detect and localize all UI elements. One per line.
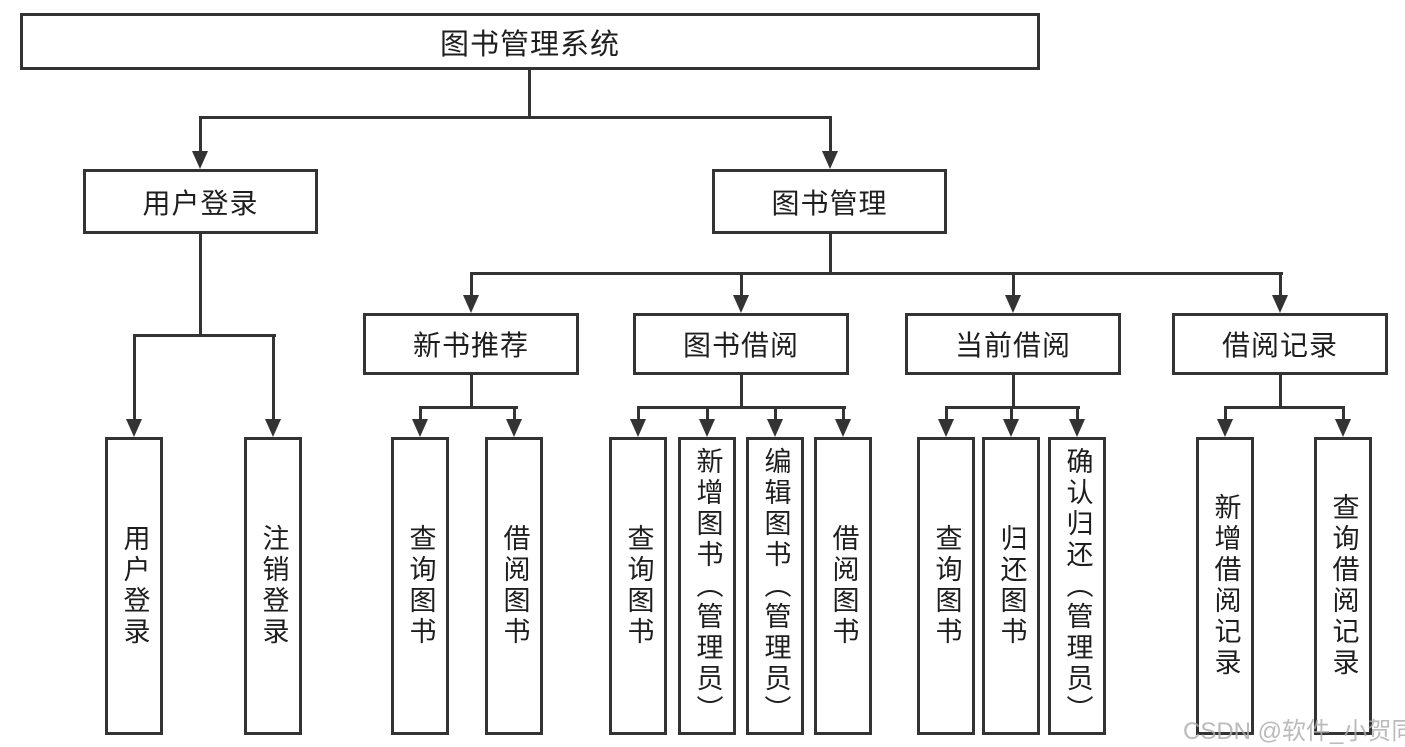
connector-login-rail [133,334,276,337]
node-label: 借阅记录 [1221,331,1338,362]
connector-drop [945,406,948,421]
leaf-current-query-books: 查询图书 [917,437,975,735]
leaf-current-return-books: 归还图书 [982,437,1040,735]
node-new-book-recommend: 新书推荐 [363,313,579,375]
node-borrow-records: 借阅记录 [1172,313,1388,375]
arrow-down-icon [630,419,646,437]
arrow-down-icon [822,151,838,169]
arrow-down-icon [1335,419,1351,437]
arrow-down-icon [506,419,522,437]
connector-login-stem [199,234,202,337]
connector-drop [513,406,516,421]
arrow-down-icon [463,295,479,313]
connector-current-stem [1012,375,1015,409]
node-label: 用户登录 [142,188,259,220]
node-root-library-system: 图书管理系统 [20,13,1040,70]
leaf-label: 查询图书 [931,524,962,648]
leaf-recommend-query-books: 查询图书 [391,437,449,735]
connector-drop [1224,406,1227,421]
connector-drop [706,406,709,421]
arrow-down-icon [1069,419,1085,437]
arrow-down-icon [412,419,428,437]
arrow-down-icon [835,419,851,437]
node-user-login: 用户登录 [83,169,318,234]
connector-records-stem [1279,375,1282,409]
arrow-down-icon [1272,295,1288,313]
connector-drop [637,406,640,421]
leaf-current-confirm-return-admin: 确认归还（管理员） [1048,437,1106,735]
connector-drop [133,334,136,421]
leaf-borrow-edit-books-admin: 编辑图书（管理员） [746,437,804,735]
leaf-borrow-query-books: 查询图书 [609,437,667,735]
connector-drop-user-login [199,116,202,154]
connector-drop [1342,406,1345,421]
connector-drop [419,406,422,421]
connector-root-stem [528,69,531,119]
csdn-watermark: CSDN @软件_小贺同学 [1183,718,1405,745]
leaf-label: 查询借阅记录 [1328,493,1359,679]
connector-drop [470,272,473,297]
connector-drop [1076,406,1079,421]
leaf-label: 用户登录 [119,524,150,648]
arrow-down-icon [938,419,954,437]
leaf-recommend-borrow-books: 借阅图书 [485,437,543,735]
connector-drop [272,334,275,421]
leaf-label: 查询图书 [405,524,436,648]
connector-borrow-stem [740,375,743,409]
connector-mgmt-rail [470,272,1283,275]
connector-drop [740,272,743,297]
connector-root-rail [199,116,832,119]
connector-drop [1012,272,1015,297]
arrow-down-icon [733,295,749,313]
connector-recommend-stem [470,375,473,409]
leaf-label: 确认归还（管理员） [1062,446,1093,726]
arrow-down-icon [699,419,715,437]
node-book-borrow: 图书借阅 [633,313,849,375]
arrow-down-icon [1217,419,1233,437]
connector-recommend-rail [419,406,518,409]
node-label: 新书推荐 [412,331,529,362]
leaf-label: 编辑图书（管理员） [760,446,791,726]
leaf-label: 借阅图书 [828,524,859,648]
connector-drop [1010,406,1013,421]
leaf-label: 新增图书（管理员） [692,446,723,726]
leaf-logout: 注销登录 [244,437,302,735]
node-current-borrow: 当前借阅 [905,313,1121,375]
connector-drop [842,406,845,421]
arrow-down-icon [126,419,142,437]
connector-drop [774,406,777,421]
leaf-label: 注销登录 [258,524,289,648]
leaf-label: 新增借阅记录 [1210,493,1241,679]
node-book-management: 图书管理 [712,169,947,234]
node-label: 图书管理 [771,188,888,220]
node-label: 当前借阅 [954,331,1071,362]
connector-borrow-rail [637,406,846,409]
leaf-borrow-borrow-books: 借阅图书 [814,437,872,735]
arrow-down-icon [265,419,281,437]
leaf-user-login: 用户登录 [105,437,163,735]
leaf-label: 归还图书 [996,524,1027,648]
leaf-records-query-borrow-record: 查询借阅记录 [1314,437,1372,735]
arrow-down-icon [767,419,783,437]
connector-records-rail [1224,406,1345,409]
leaf-label: 借阅图书 [499,524,530,648]
arrow-down-icon [1005,295,1021,313]
node-label: 图书借阅 [682,331,799,362]
arrow-down-icon [1003,419,1019,437]
leaf-label: 查询图书 [623,524,654,648]
leaf-records-add-borrow-record: 新增借阅记录 [1196,437,1254,735]
connector-mgmt-stem [829,234,832,275]
node-label: 图书管理系统 [439,28,620,61]
connector-drop [1279,272,1282,297]
arrow-down-icon [192,151,208,169]
leaf-borrow-add-books-admin: 新增图书（管理员） [678,437,736,735]
connector-drop-book-mgmt [829,116,832,154]
